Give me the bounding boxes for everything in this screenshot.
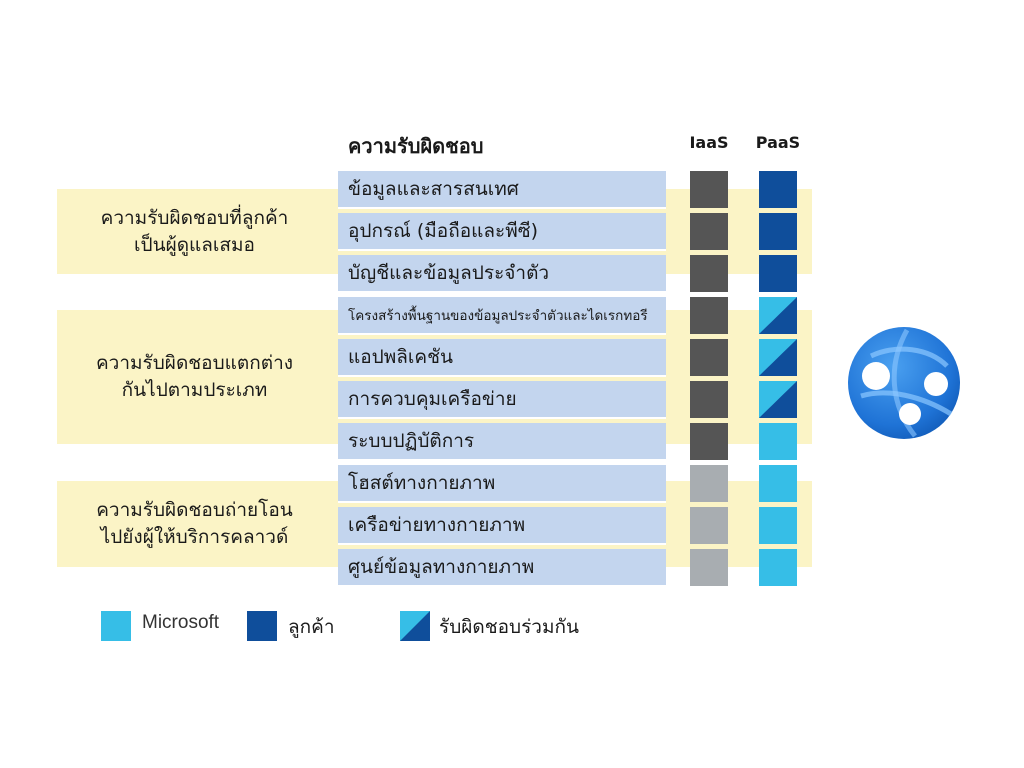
iaas-cell-microsoft	[690, 549, 728, 586]
paas-cell-shared	[759, 339, 797, 376]
paas-cell-customer	[759, 255, 797, 292]
paas-cell-microsoft	[759, 549, 797, 586]
paas-cell-shared	[759, 381, 797, 418]
iaas-cell-microsoft	[690, 465, 728, 502]
azure-web-app-globe-icon	[848, 327, 960, 439]
group-label-line: กันไปตามประเภท	[121, 379, 268, 401]
responsibility-row: บัญชีและข้อมูลประจำตัว	[338, 255, 666, 293]
group-label-line: ไปยังผู้ให้บริการคลาวด์	[100, 526, 289, 548]
responsibility-row: อุปกรณ์ (มือถือและพีซี)	[338, 213, 666, 251]
group-label-line: ความรับผิดชอบที่ลูกค้า	[100, 206, 289, 229]
iaas-column-header: IaaS	[689, 133, 729, 152]
group-label-provider: ความรับผิดชอบถ่ายโอน ไปยังผู้ให้บริการคล…	[57, 481, 332, 567]
responsibility-row: แอปพลิเคชัน	[338, 339, 666, 377]
iaas-cell-customer	[690, 255, 728, 292]
iaas-cell-customer	[690, 423, 728, 460]
group-label-customer: ความรับผิดชอบที่ลูกค้า เป็นผู้ดูแลเสมอ	[57, 189, 332, 274]
legend-label-microsoft: Microsoft	[142, 612, 220, 633]
group-label-varies: ความรับผิดชอบแตกต่าง กันไปตามประเภท	[57, 310, 332, 444]
responsibility-header: ความรับผิดชอบ	[348, 134, 484, 158]
responsibility-row: โฮสต์ทางกายภาพ	[338, 465, 666, 503]
responsibility-row: ศูนย์ข้อมูลทางกายภาพ	[338, 549, 666, 587]
responsibility-row: ระบบปฏิบัติการ	[338, 423, 666, 461]
paas-column-header: PaaS	[755, 133, 801, 152]
legend-label-shared: รับผิดชอบร่วมกัน	[439, 616, 579, 638]
paas-cell-microsoft	[759, 507, 797, 544]
paas-cell-microsoft	[759, 465, 797, 502]
iaas-cell-customer	[690, 339, 728, 376]
paas-cell-customer	[759, 213, 797, 250]
responsibility-row: ข้อมูลและสารสนเทศ	[338, 171, 666, 209]
responsibility-row: เครือข่ายทางกายภาพ	[338, 507, 666, 545]
legend-swatch-microsoft	[101, 611, 131, 641]
iaas-cell-customer	[690, 381, 728, 418]
iaas-cell-customer	[690, 297, 728, 334]
paas-cell-shared	[759, 297, 797, 334]
responsibility-row: โครงสร้างพื้นฐานของข้อมูลประจำตัวและไดเร…	[338, 297, 666, 335]
legend-label-customer: ลูกค้า	[288, 616, 335, 638]
legend-swatch-shared	[400, 611, 430, 641]
iaas-cell-microsoft	[690, 507, 728, 544]
iaas-cell-customer	[690, 171, 728, 208]
group-label-line: ความรับผิดชอบแตกต่าง	[95, 352, 294, 374]
paas-cell-microsoft	[759, 423, 797, 460]
responsibility-row: การควบคุมเครือข่าย	[338, 381, 666, 419]
group-label-line: ความรับผิดชอบถ่ายโอน	[96, 499, 293, 521]
paas-cell-customer	[759, 171, 797, 208]
group-label-line: เป็นผู้ดูแลเสมอ	[134, 233, 255, 256]
legend-swatch-customer	[247, 611, 277, 641]
iaas-cell-customer	[690, 213, 728, 250]
